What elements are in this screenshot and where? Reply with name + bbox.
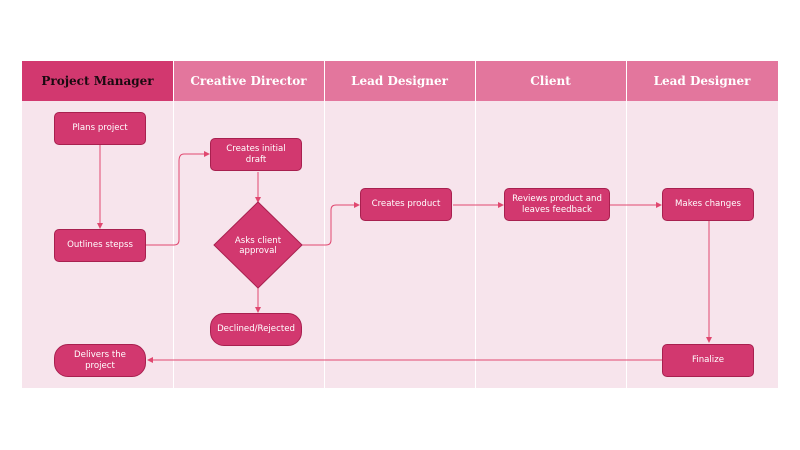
lane-header-lead-designer-2: Lead Designer bbox=[626, 61, 778, 101]
node-delivers-project[interactable]: Delivers the project bbox=[54, 344, 146, 377]
swimlane-diagram: Project Manager Creative Director Lead D… bbox=[22, 61, 778, 388]
node-creates-product[interactable]: Creates product bbox=[360, 188, 452, 221]
connector-layer bbox=[97, 145, 712, 363]
lane-body-lead-designer-2 bbox=[626, 101, 778, 388]
lane-body-client bbox=[475, 101, 626, 388]
edge-approval-to-product bbox=[302, 202, 360, 246]
node-finalize[interactable]: Finalize bbox=[662, 344, 754, 377]
lane-header-creative-director: Creative Director bbox=[173, 61, 324, 101]
node-makes-changes[interactable]: Makes changes bbox=[662, 188, 754, 221]
lane-separator bbox=[626, 61, 627, 388]
node-creates-initial-draft[interactable]: Creates initial draft bbox=[210, 138, 302, 171]
lane-separator bbox=[173, 61, 174, 388]
node-asks-client-approval[interactable]: Asks client approval bbox=[234, 235, 282, 256]
lane-header-client: Client bbox=[475, 61, 626, 101]
node-reviews-product[interactable]: Reviews product and leaves feedback bbox=[504, 188, 610, 221]
lane-body-lead-designer bbox=[324, 101, 475, 388]
lane-separator bbox=[475, 61, 476, 388]
node-outlines-steps[interactable]: Outlines stepss bbox=[54, 229, 146, 262]
node-declined-rejected[interactable]: Declined/Rejected bbox=[210, 313, 302, 346]
decision-diamond bbox=[213, 201, 303, 289]
lane-header-project-manager: Project Manager bbox=[22, 61, 173, 101]
node-plans-project[interactable]: Plans project bbox=[54, 112, 146, 145]
lane-header-lead-designer: Lead Designer bbox=[324, 61, 475, 101]
edge-outlines-to-draft bbox=[146, 151, 210, 246]
lane-separator bbox=[324, 61, 325, 388]
